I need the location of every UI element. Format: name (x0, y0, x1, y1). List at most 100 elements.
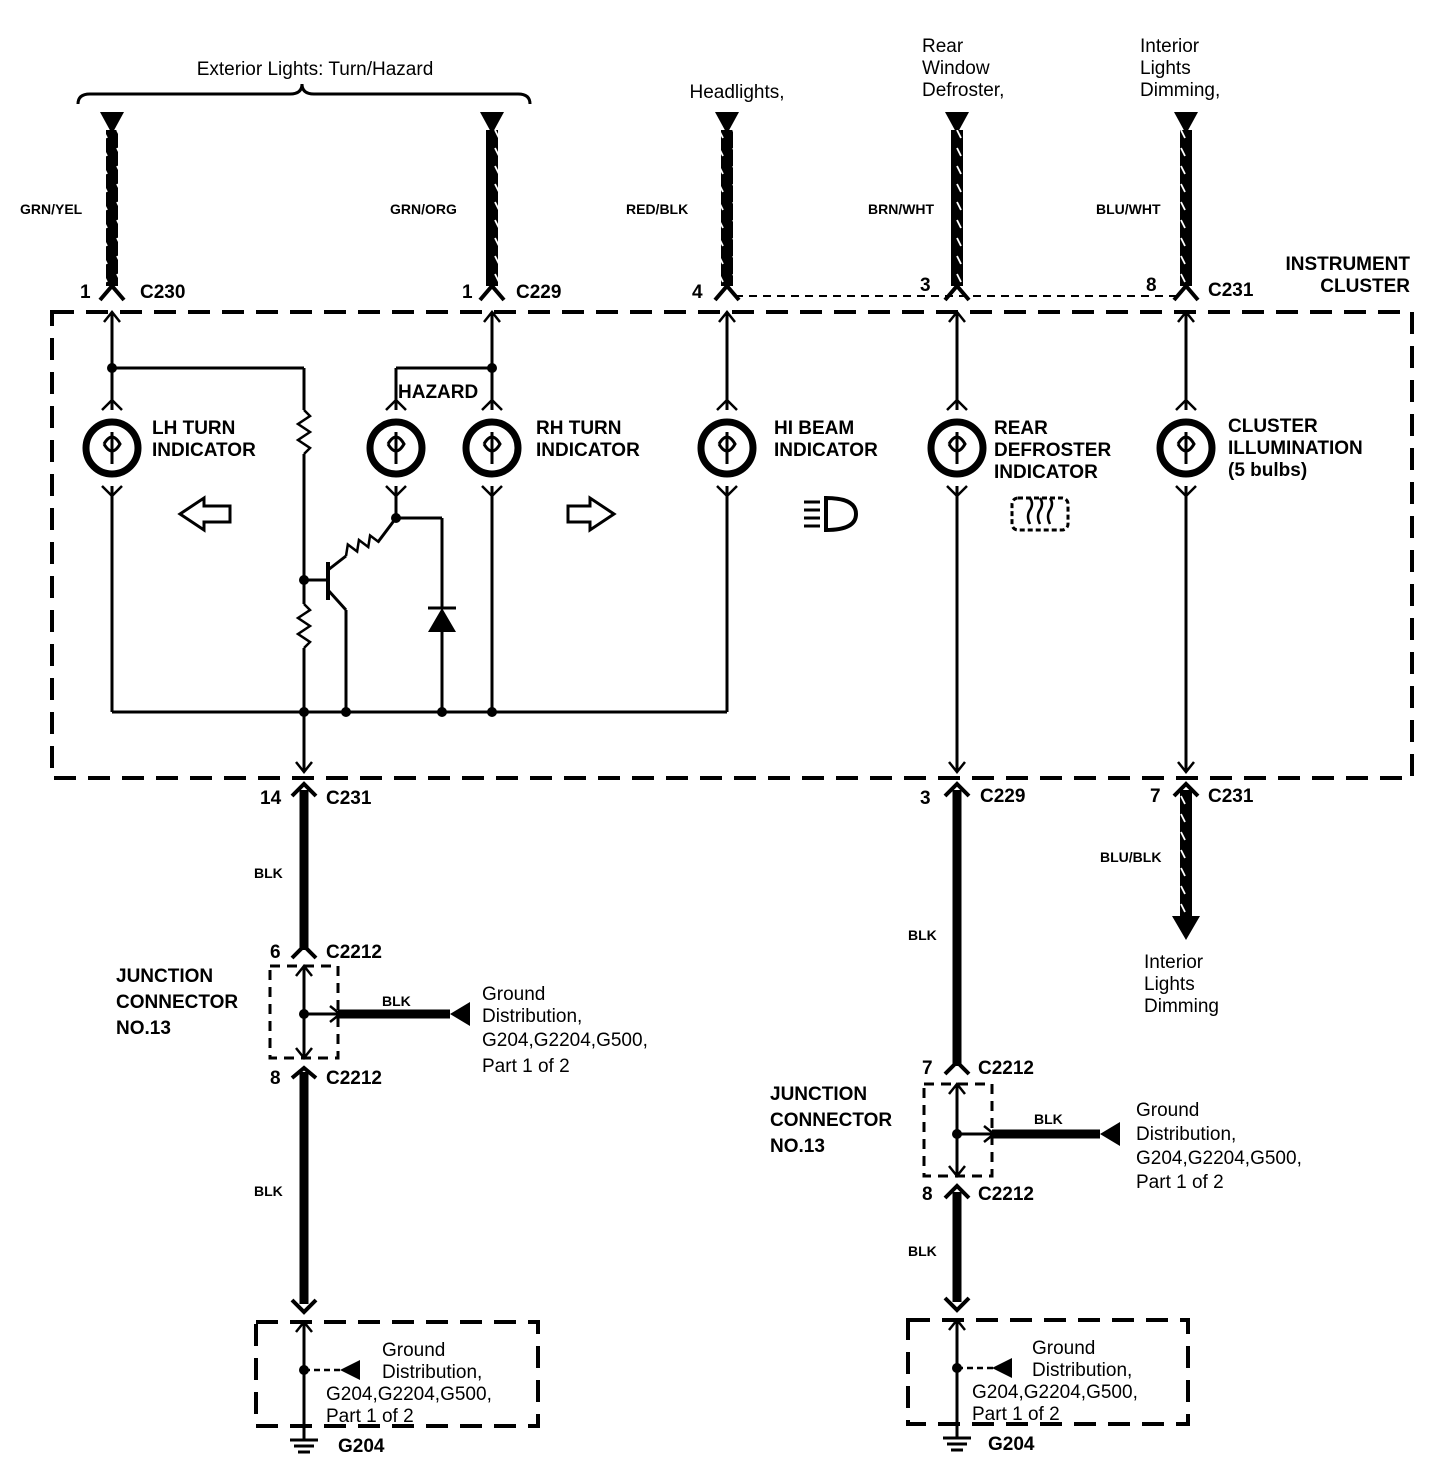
exterior-lights-brace (76, 83, 532, 105)
ground-dist-2: Distribution, (1032, 1360, 1132, 1381)
headlights-label: Headlights, (689, 82, 784, 103)
wire-color-blk: BLK (908, 927, 937, 943)
junction-title-1: JUNCTION (770, 1084, 867, 1105)
left-arrow-icon (177, 495, 232, 533)
hi-beam-label-2: INDICATOR (774, 440, 878, 461)
connector-c230: C230 (140, 282, 185, 303)
right-ground-path (906, 781, 1190, 1452)
ground-dist-3: G204,G2204,G500, (1136, 1148, 1302, 1169)
wire-color-grn-yel: GRN/YEL (20, 201, 83, 217)
pin-label: 3 (920, 788, 931, 809)
connector-c2212: C2212 (978, 1184, 1034, 1205)
wire-red-blk (713, 112, 741, 302)
cluster-illumination-label-3: (5 bulbs) (1228, 460, 1307, 481)
connector-c231: C231 (1208, 786, 1254, 807)
pin-label: 8 (922, 1184, 933, 1205)
instrument-cluster-box (50, 310, 1414, 780)
interior-bottom-label-3: Dimming (1144, 996, 1219, 1017)
hazard-label: HAZARD (398, 382, 478, 403)
pin-label: 3 (920, 275, 931, 296)
wire-grn-org (478, 112, 506, 302)
wire-color-blk: BLK (1034, 1111, 1063, 1127)
connector-c2212: C2212 (326, 942, 382, 963)
junction-title-3: NO.13 (770, 1136, 825, 1157)
ground-dist-1: Ground (382, 1340, 445, 1361)
rear-window-label-3: Defroster, (922, 80, 1004, 101)
ground-label: G204 (338, 1436, 385, 1457)
wire-color-blk: BLK (908, 1243, 937, 1259)
ground-dist-3: G204,G2204,G500, (972, 1382, 1138, 1403)
lh-turn-label-1: LH TURN (152, 418, 235, 439)
bulb-hi-beam (697, 398, 757, 498)
pin-label: 7 (922, 1058, 933, 1079)
ground-dist-1: Ground (482, 984, 545, 1005)
left-ground-path (254, 781, 540, 1454)
ground-dist-4: Part 1 of 2 (326, 1406, 414, 1427)
rear-defroster-label-1: REAR (994, 418, 1048, 439)
ground-label: G204 (988, 1434, 1035, 1455)
hi-beam-label-1: HI BEAM (774, 418, 854, 439)
wire-color-blk: BLK (254, 865, 283, 881)
wire-color-grn-org: GRN/ORG (390, 201, 457, 217)
junction-title-1: JUNCTION (116, 966, 213, 987)
wire-color-blu-blk: BLU/BLK (1100, 849, 1161, 865)
bulb-rear-defroster (927, 398, 987, 498)
ground-dist-2: Distribution, (482, 1006, 582, 1027)
pin-label: 14 (260, 788, 282, 809)
pin-label: 6 (270, 942, 281, 963)
top-wires (98, 112, 1200, 302)
ground-dist-1: Ground (1032, 1338, 1095, 1359)
ground-box-right (906, 1318, 1190, 1426)
wire-color-blu-wht: BLU/WHT (1096, 201, 1161, 217)
rear-window-label-1: Rear (922, 36, 964, 57)
rh-turn-label-1: RH TURN (536, 418, 622, 439)
wire-color-red-blk: RED/BLK (626, 201, 688, 217)
interior-top-label-1: Interior (1140, 36, 1200, 57)
wire-brn-wht (943, 112, 971, 302)
rear-defroster-label-3: INDICATOR (994, 462, 1098, 483)
bulb-hazard (366, 398, 426, 498)
connector-c229: C229 (980, 786, 1025, 807)
interior-top-label-3: Dimming, (1140, 80, 1220, 101)
rh-turn-label-2: INDICATOR (536, 440, 640, 461)
pin-label: 1 (80, 282, 91, 303)
ground-dist-4: Part 1 of 2 (972, 1404, 1060, 1425)
ground-symbol-icon (290, 1426, 318, 1454)
wire-grn-yel (98, 112, 126, 302)
rear-defroster-label-2: DEFROSTER (994, 440, 1111, 461)
ground-dist-2: Distribution, (382, 1362, 482, 1383)
high-beam-icon (804, 495, 859, 533)
pin-label: 4 (692, 282, 703, 303)
pin-label: 8 (270, 1068, 281, 1089)
ground-box-left (254, 1320, 540, 1428)
ground-dist-3: G204,G2204,G500, (326, 1384, 492, 1405)
wire-color-blk: BLK (382, 993, 411, 1009)
rear-window-label-2: Window (922, 58, 990, 79)
bulb-lh-turn (82, 398, 142, 498)
connector-c2212: C2212 (326, 1068, 382, 1089)
wire-color-blk: BLK (254, 1183, 283, 1199)
ground-dist-2: Distribution, (1136, 1124, 1236, 1145)
connector-c229: C229 (516, 282, 561, 303)
interior-bottom-label-1: Interior (1144, 952, 1204, 973)
interior-top-label-2: Lights (1140, 58, 1191, 79)
exterior-lights-label: Exterior Lights: Turn/Hazard (197, 59, 434, 80)
ground-dist-4: Part 1 of 2 (482, 1056, 570, 1077)
pin-label: 8 (1146, 275, 1157, 296)
right-arrow-icon (566, 495, 617, 533)
instrument-cluster-title-1: INSTRUMENT (1285, 254, 1410, 275)
connector-c231: C231 (326, 788, 372, 809)
junction-title-2: CONNECTOR (770, 1110, 892, 1131)
wire-blu-wht (1172, 112, 1200, 302)
bulb-cluster-illumination (1156, 398, 1216, 498)
connector-c2212: C2212 (978, 1058, 1034, 1079)
cluster-illumination-label-2: ILLUMINATION (1228, 438, 1363, 459)
cluster-internal-circuit (103, 309, 1195, 775)
junction-title-2: CONNECTOR (116, 992, 238, 1013)
ground-dist-3: G204,G2204,G500, (482, 1030, 648, 1051)
pin-label: 7 (1150, 786, 1161, 807)
bulb-rh-turn (462, 398, 522, 498)
rear-defrost-icon (1010, 496, 1070, 532)
connector-c231: C231 (1208, 280, 1254, 301)
